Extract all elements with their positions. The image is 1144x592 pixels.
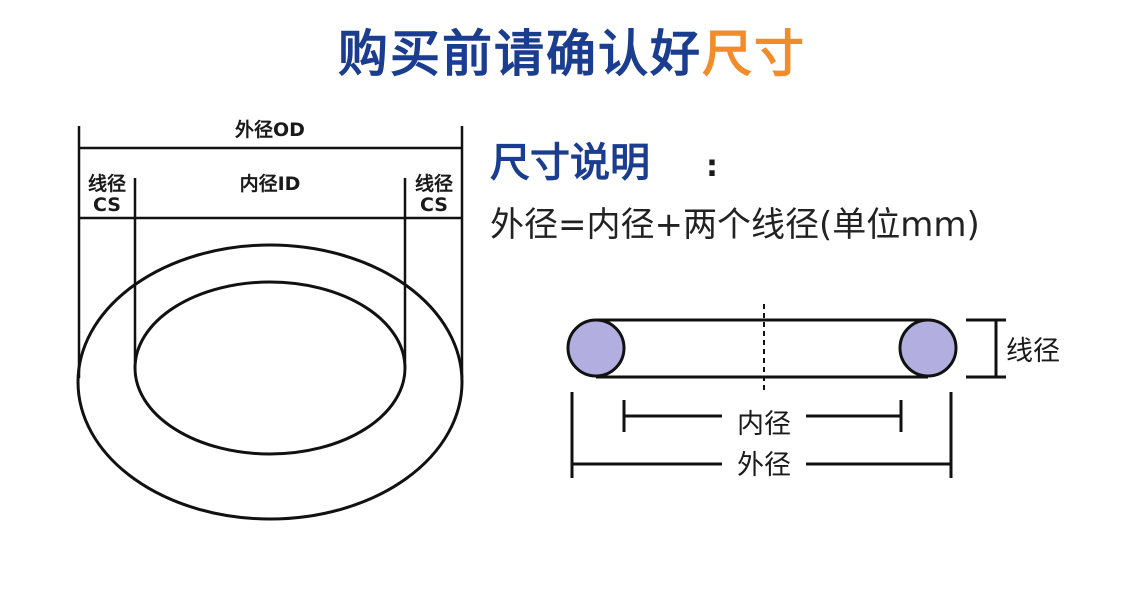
page-title: 购买前请确认好尺寸: [0, 14, 1144, 86]
cross-section-drawing: 线径 内径 外径: [566, 304, 1060, 481]
cs-right-label-line2: CS: [420, 194, 448, 216]
size-heading-colon: :: [706, 149, 718, 184]
inner-label: 内径: [737, 409, 791, 440]
title-accent: 尺寸: [702, 25, 806, 83]
oring-outer-ellipse: [76, 243, 464, 521]
size-heading: 尺寸说明: [490, 140, 650, 186]
size-formula: 外径=内径+两个线径(单位mm): [490, 205, 980, 245]
id-label: 内径ID: [240, 172, 301, 195]
cross-section-right: [898, 318, 958, 378]
cs-left-label-line2: CS: [93, 194, 121, 216]
cs-left-label-line1: 线径: [88, 172, 126, 195]
oring-drawing: 外径OD 内径ID 线径 CS 线径 CS: [76, 118, 464, 521]
size-explanation: 尺寸说明 : 外径=内径+两个线径(单位mm): [490, 140, 980, 245]
cs-right-label-line1: 线径: [415, 172, 453, 195]
cross-section-left: [566, 318, 626, 378]
title-main: 购买前请确认好: [338, 25, 702, 83]
cs-label: 线径: [1006, 336, 1060, 367]
oring-inner-ellipse: [133, 280, 407, 456]
outer-label: 外径: [737, 450, 791, 481]
od-label: 外径OD: [235, 118, 305, 141]
